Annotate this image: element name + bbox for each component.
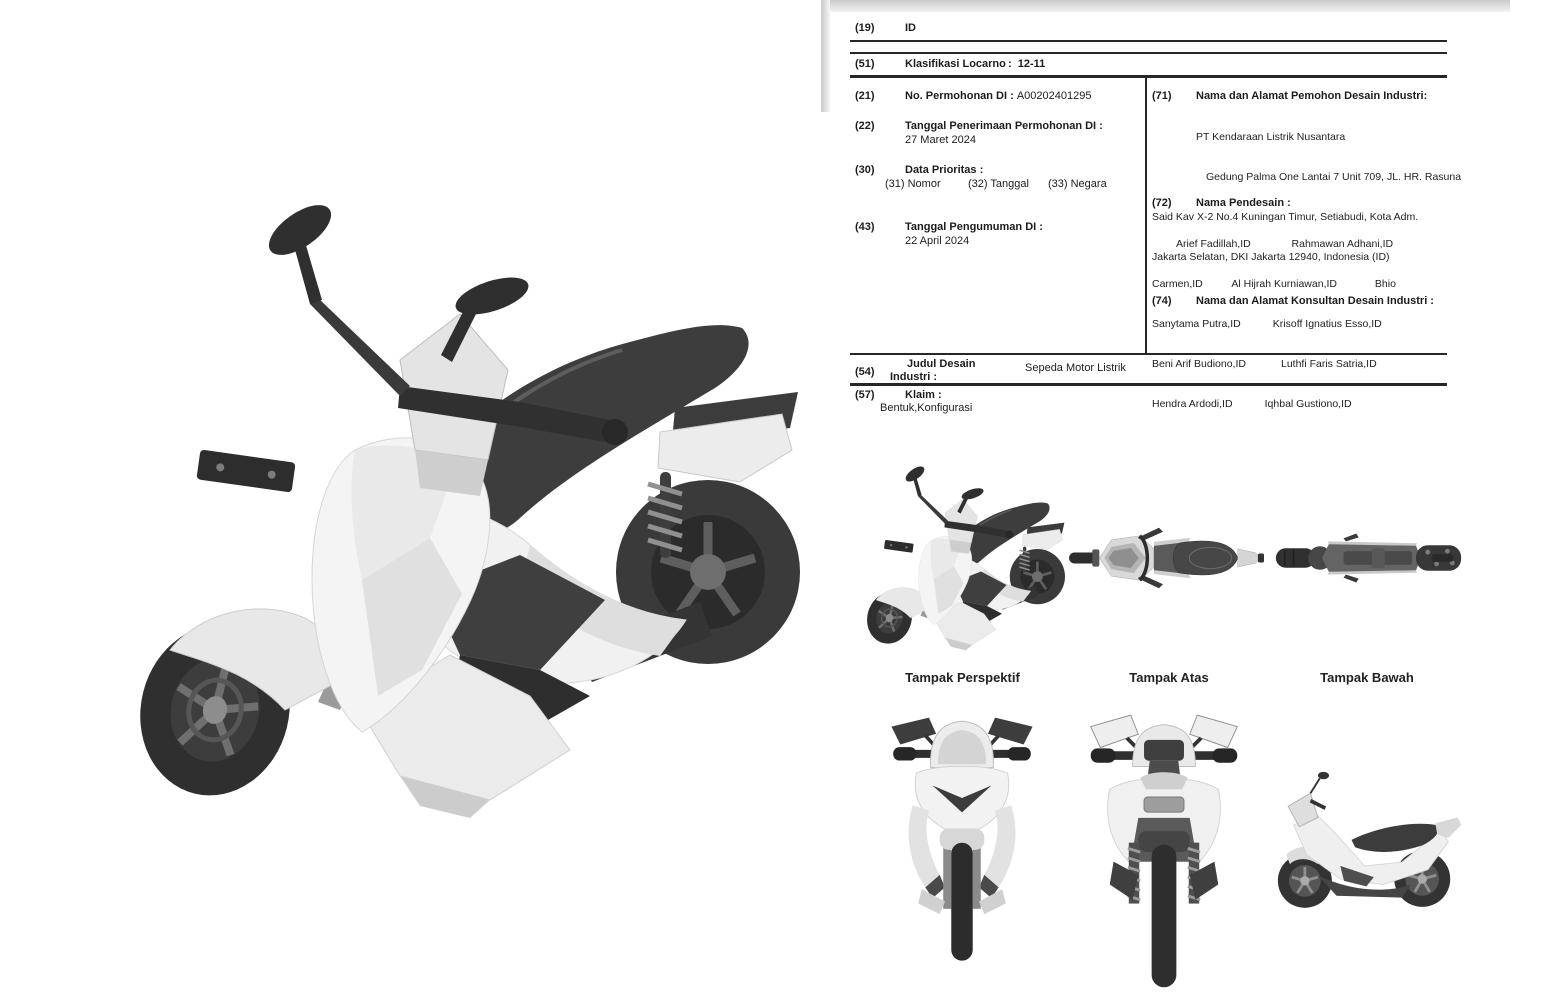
field-30-label: Data Prioritas :	[905, 164, 984, 176]
figure-top-view	[1063, 512, 1265, 604]
field-54-value: Sepeda Motor Listrik	[1025, 362, 1126, 374]
field-22-label: Tanggal Penerimaan Permohonan DI :	[905, 120, 1103, 132]
scooter-front-view-drawing	[878, 698, 1046, 966]
field-21: No. Permohonan DI : A00202401295	[905, 90, 1091, 103]
rule-above-f51	[850, 52, 1447, 54]
figure-perspective-small	[855, 448, 1065, 662]
figure-bottom-view	[1270, 512, 1466, 604]
field-51-num: (51)	[855, 58, 875, 70]
field-74-label: Nama dan Alamat Konsultan Desain Industr…	[1196, 295, 1434, 307]
designer-line: Arief Fadillah,ID Rahmawan Adhani,ID	[1176, 238, 1394, 250]
field-22-value: 27 Maret 2024	[905, 134, 976, 146]
field-54-label-line2: Industri :	[890, 371, 938, 383]
field-21-num: (21)	[855, 90, 875, 102]
field-54-num: (54)	[855, 366, 875, 378]
field-54-label-line1: Judul Desain	[907, 358, 976, 370]
field-72-designers: Arief Fadillah,ID Rahmawan Adhani,ID Car…	[1152, 211, 1396, 437]
field-43-num: (43)	[855, 221, 875, 233]
rule-under-f19	[850, 40, 1447, 42]
field-19-value: ID	[905, 22, 916, 34]
field-21-value: A00202401295	[1016, 90, 1092, 102]
applicant-name: PT Kendaraan Listrik Nusantara	[1196, 131, 1346, 143]
field-71-label: Nama dan Alamat Pemohon Desain Industri:	[1196, 90, 1428, 102]
field-22-num: (22)	[855, 120, 875, 132]
rule-under-f54	[850, 383, 1447, 386]
field-43-value: 22 April 2024	[905, 235, 970, 247]
scooter-rear-view-drawing	[1080, 698, 1248, 993]
figure-side-view	[1262, 762, 1467, 927]
designer-line: Beni Arif Budiono,ID Luthfi Faris Satria…	[1152, 358, 1377, 370]
rule-under-f51	[850, 75, 1447, 78]
field-51-label: Klasifikasi Locarno	[905, 58, 1006, 70]
page-edge-left	[821, 0, 830, 112]
field-57-label: Klaim :	[905, 389, 942, 401]
field-19-num: (19)	[855, 22, 875, 34]
rule-under-columns	[850, 353, 1447, 355]
scooter-bottom-view-drawing	[1270, 512, 1466, 604]
field-30-num: (30)	[855, 164, 875, 176]
caption-tampak-perspektif: Tampak Perspektif	[905, 670, 1020, 685]
designer-line: Carmen,ID Al Hijrah Kurniawan,ID Bhio	[1152, 278, 1396, 290]
caption-tampak-bawah: Tampak Bawah	[1320, 670, 1414, 685]
figure-rear-view	[1080, 698, 1248, 993]
field-72-label: Nama Pendesain :	[1196, 197, 1291, 209]
scooter-side-view-drawing	[1262, 762, 1467, 927]
field-57-value: Bentuk,Konfigurasi	[880, 402, 973, 414]
field-21-label: No. Permohonan DI :	[905, 90, 1017, 102]
field-74-num: (74)	[1152, 295, 1172, 307]
field-51-value: : 12-11	[1008, 58, 1046, 70]
scooter-perspective-drawing	[100, 150, 800, 850]
field-72-num: (72)	[1152, 197, 1172, 209]
figure-perspective-large	[100, 150, 800, 850]
field-71-num: (71)	[1152, 90, 1172, 102]
field-57-num: (57)	[855, 389, 875, 401]
scooter-top-view-drawing	[1063, 512, 1265, 604]
figure-front-view	[878, 698, 1046, 966]
field-30-col-negara: (33) Negara	[1048, 178, 1107, 190]
field-71-address: PT Kendaraan Listrik Nusantara Gedung Pa…	[1152, 104, 1461, 290]
scooter-perspective-small-drawing	[855, 448, 1065, 662]
applicant-address-line3: Jakarta Selatan, DKI Jakarta 12940, Indo…	[1152, 251, 1390, 263]
field-30-col-nomor: (31) Nomor	[885, 178, 941, 190]
caption-tampak-atas: Tampak Atas	[1129, 670, 1209, 685]
designer-line: Hendra Ardodi,ID Iqhbal Gustiono,ID	[1152, 398, 1352, 410]
applicant-address-line2: Said Kav X-2 No.4 Kuningan Timur, Setiab…	[1152, 211, 1419, 223]
applicant-address-line1: Gedung Palma One Lantai 7 Unit 709, JL. …	[1206, 171, 1462, 183]
column-divider	[1145, 78, 1147, 353]
field-30-col-tanggal: (32) Tanggal	[968, 178, 1029, 190]
page-edge-top	[822, 0, 1510, 12]
field-43-label: Tanggal Pengumuman DI :	[905, 221, 1043, 233]
designer-line: Sanytama Putra,ID Krisoff Ignatius Esso,…	[1152, 318, 1382, 330]
